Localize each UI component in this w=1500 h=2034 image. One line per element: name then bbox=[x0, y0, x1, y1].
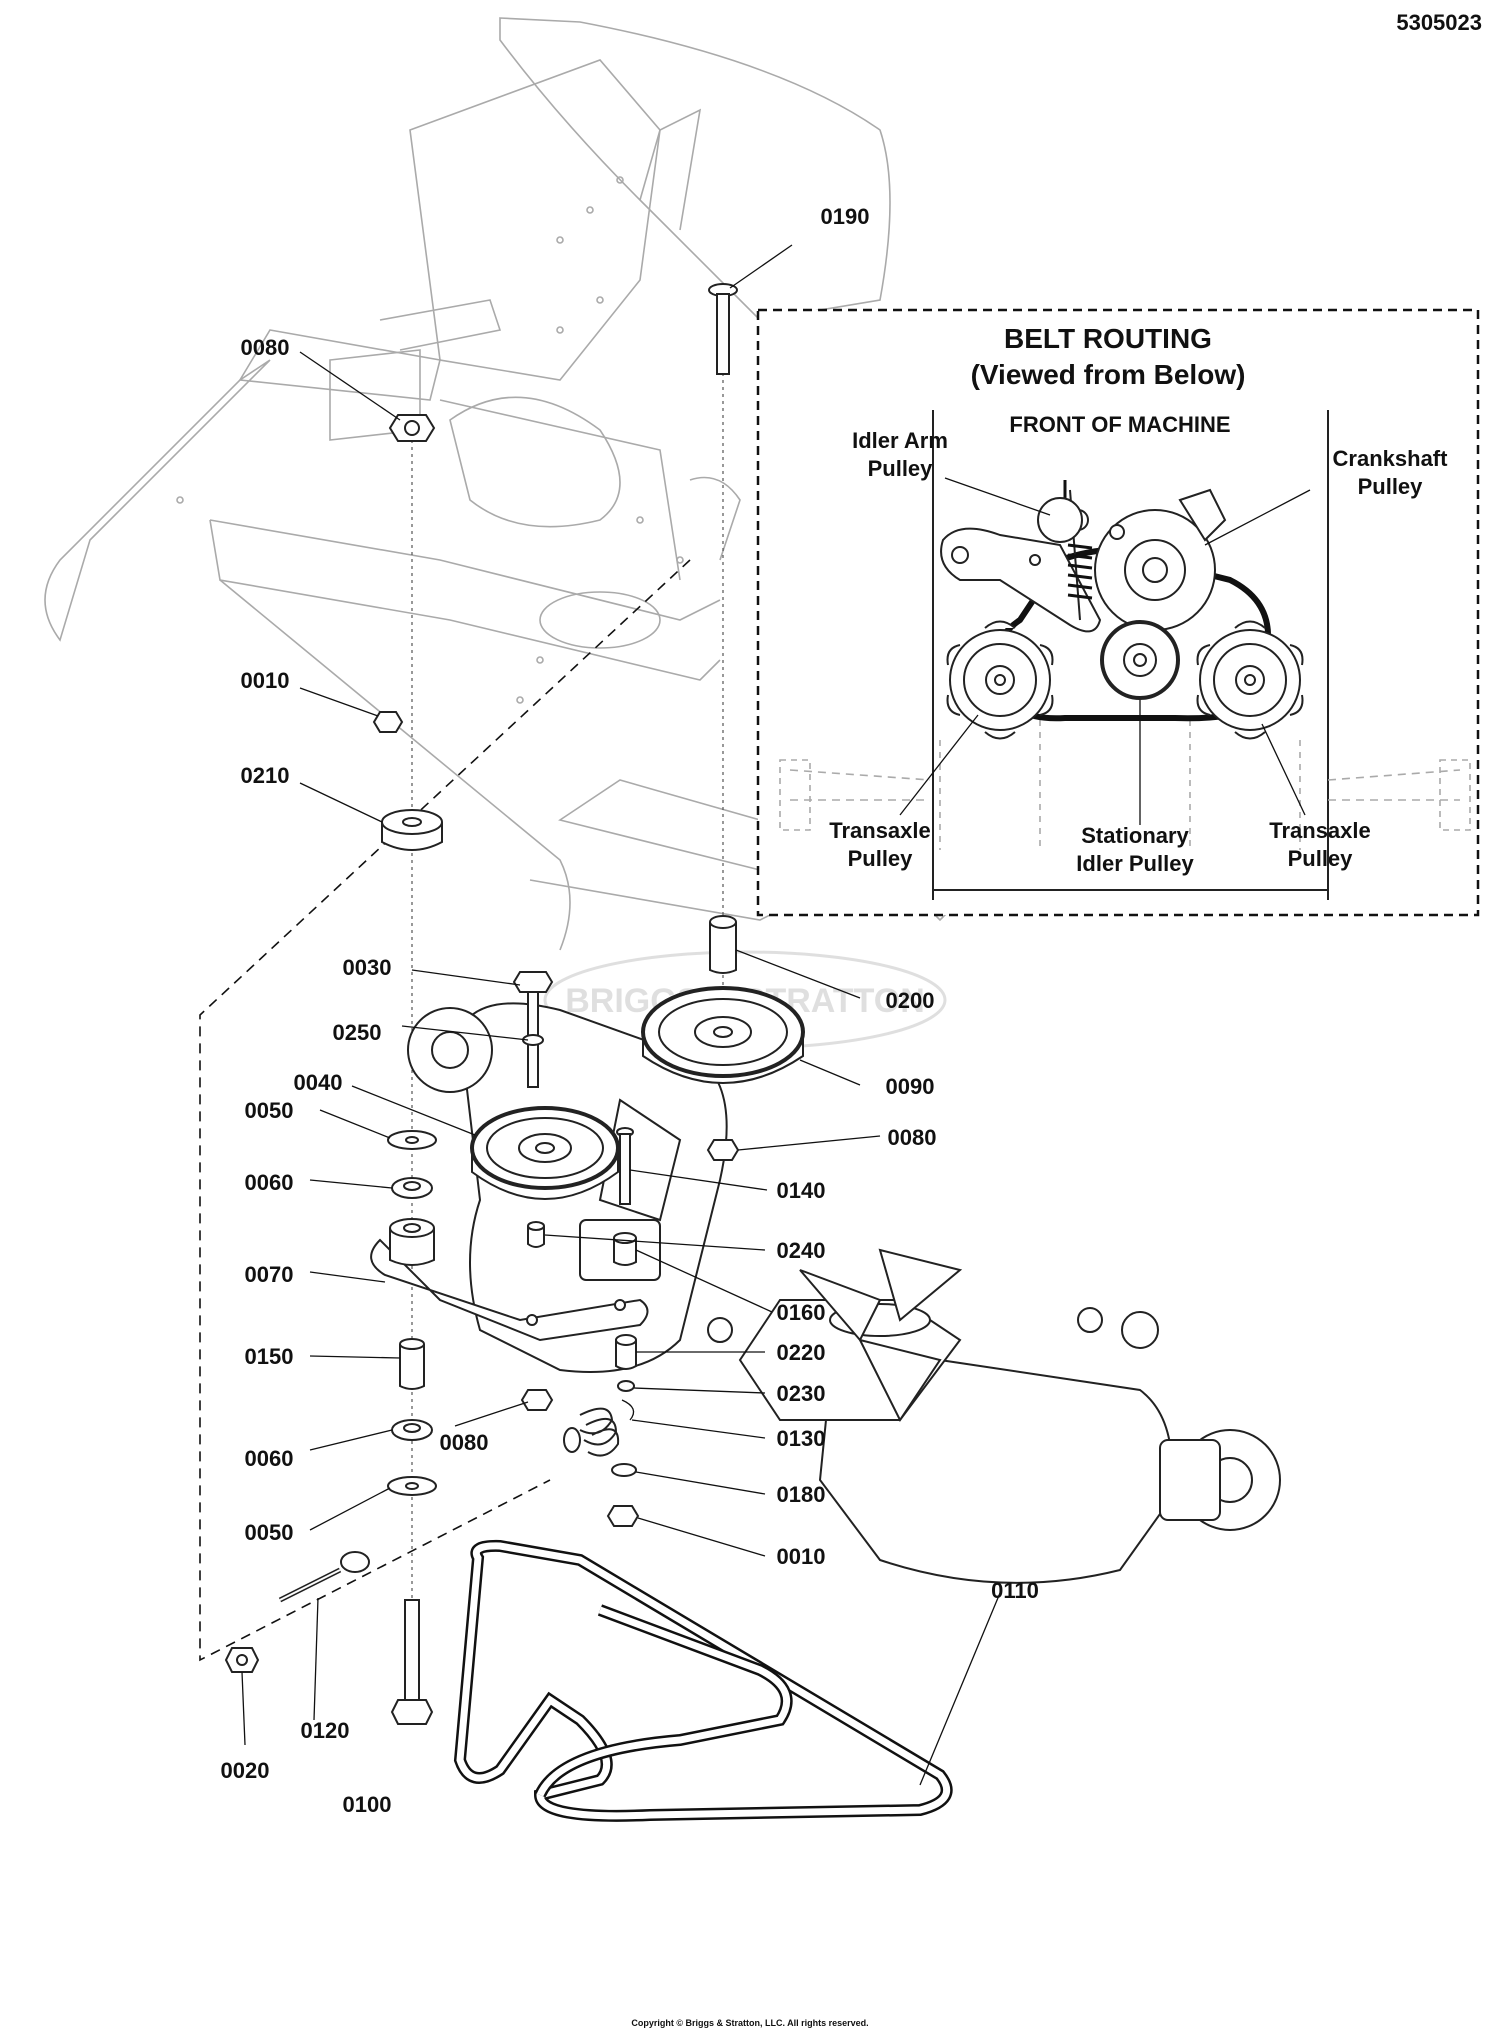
callout-0090: 0090 bbox=[886, 1074, 935, 1099]
copyright-text: Copyright © Briggs & Stratton, LLC. All … bbox=[631, 2018, 868, 2028]
spring-0130 bbox=[563, 1399, 635, 1457]
part-callouts: 0190 0080 0010 0210 0030 0250 0040 0050 … bbox=[221, 204, 1039, 1817]
idler-arm-pulley-label-1: Idler Arm bbox=[852, 428, 948, 453]
callout-0180: 0180 bbox=[777, 1482, 826, 1507]
right-transaxle-pulley-label-1: Transaxle bbox=[1269, 818, 1371, 843]
callout-0060-top: 0060 bbox=[245, 1170, 294, 1195]
left-transaxle-pulley-label-2: Pulley bbox=[848, 846, 914, 871]
callout-0100: 0100 bbox=[343, 1792, 392, 1817]
crankshaft-pulley-label-2: Pulley bbox=[1358, 474, 1424, 499]
nut-0080-top bbox=[388, 414, 436, 442]
leader-lines bbox=[241, 244, 1001, 1786]
callout-0010-top: 0010 bbox=[241, 668, 290, 693]
right-transaxle bbox=[738, 1248, 1281, 1584]
right-transaxle-pulley-label-2: Pulley bbox=[1288, 846, 1354, 871]
washer-0050-bot bbox=[387, 1476, 437, 1496]
idler-pulley-0040 bbox=[470, 1106, 620, 1200]
washer-0050-top bbox=[387, 1130, 437, 1150]
drive-belt-0110 bbox=[453, 1539, 953, 1822]
diagram-number: 5305023 bbox=[1396, 10, 1482, 35]
nut-0080-mid bbox=[520, 1389, 554, 1411]
callout-0020: 0020 bbox=[221, 1758, 270, 1783]
nut-0020 bbox=[224, 1647, 260, 1673]
bearing-0060-bot bbox=[391, 1419, 433, 1441]
stationary-idler-pulley-label-1: Stationary bbox=[1081, 823, 1189, 848]
idler-arm-pulley bbox=[1037, 497, 1083, 543]
callout-0040: 0040 bbox=[294, 1070, 343, 1095]
idler-arm-0070 bbox=[370, 1218, 649, 1342]
callout-0080-right: 0080 bbox=[888, 1125, 937, 1150]
callout-0210: 0210 bbox=[241, 763, 290, 788]
callout-0080-mid: 0080 bbox=[440, 1430, 489, 1455]
spacer-0240 bbox=[527, 1221, 545, 1248]
belt-routing-inset: BELT ROUTING (Viewed from Below) FRONT O… bbox=[756, 308, 1480, 917]
callout-0230: 0230 bbox=[777, 1381, 826, 1406]
callout-0050-bot: 0050 bbox=[245, 1520, 294, 1545]
callout-0070: 0070 bbox=[245, 1262, 294, 1287]
callout-0030: 0030 bbox=[343, 955, 392, 980]
spacer-0200 bbox=[709, 915, 737, 974]
assembly-group-outline bbox=[199, 559, 691, 1662]
nut-0080-right bbox=[706, 1139, 740, 1161]
spacer-0220 bbox=[615, 1334, 637, 1370]
front-of-machine-label: FRONT OF MACHINE bbox=[1009, 412, 1230, 437]
nut-0010-bot bbox=[606, 1505, 640, 1527]
belt-routing-subtitle: (Viewed from Below) bbox=[971, 359, 1246, 390]
callout-0050-top: 0050 bbox=[245, 1098, 294, 1123]
stationary-pulley-0090 bbox=[641, 986, 805, 1084]
stationary-idler-pulley-label-2: Idler Pulley bbox=[1076, 851, 1194, 876]
callout-0080-top: 0080 bbox=[241, 335, 290, 360]
left-transaxle-pulley bbox=[946, 620, 1054, 740]
bolt-0140 bbox=[616, 1127, 634, 1205]
callout-0130: 0130 bbox=[777, 1426, 826, 1451]
spacer-0160 bbox=[613, 1232, 637, 1266]
callout-0240: 0240 bbox=[777, 1238, 826, 1263]
callout-0140: 0140 bbox=[777, 1178, 826, 1203]
callout-0190: 0190 bbox=[821, 204, 870, 229]
callout-0120: 0120 bbox=[301, 1718, 350, 1743]
callout-0250: 0250 bbox=[333, 1020, 382, 1045]
callout-0060-bot: 0060 bbox=[245, 1446, 294, 1471]
callout-0200: 0200 bbox=[886, 988, 935, 1013]
left-transaxle-pulley-label-1: Transaxle bbox=[829, 818, 931, 843]
nut-0010-top bbox=[372, 711, 404, 733]
bushing-0230 bbox=[617, 1380, 635, 1392]
mower-frame bbox=[44, 17, 961, 951]
callout-0160: 0160 bbox=[777, 1300, 826, 1325]
washer-0180 bbox=[611, 1463, 637, 1477]
spacer-0150 bbox=[399, 1338, 425, 1390]
callout-0220: 0220 bbox=[777, 1340, 826, 1365]
eyebolt-0120 bbox=[278, 1551, 370, 1603]
crankshaft-pulley-label-1: Crankshaft bbox=[1333, 446, 1449, 471]
callout-0150: 0150 bbox=[245, 1344, 294, 1369]
bolt-0100 bbox=[390, 1599, 434, 1725]
callout-0110: 0110 bbox=[991, 1578, 1039, 1603]
callout-0010-bot: 0010 bbox=[777, 1544, 826, 1569]
spacer-0210 bbox=[381, 809, 443, 851]
right-transaxle-pulley bbox=[1196, 620, 1304, 740]
bearing-0060-top bbox=[391, 1177, 433, 1199]
belt-routing-title: BELT ROUTING bbox=[1004, 323, 1212, 354]
bolt-0190 bbox=[708, 283, 738, 375]
idler-arm-pulley-label-2: Pulley bbox=[868, 456, 934, 481]
